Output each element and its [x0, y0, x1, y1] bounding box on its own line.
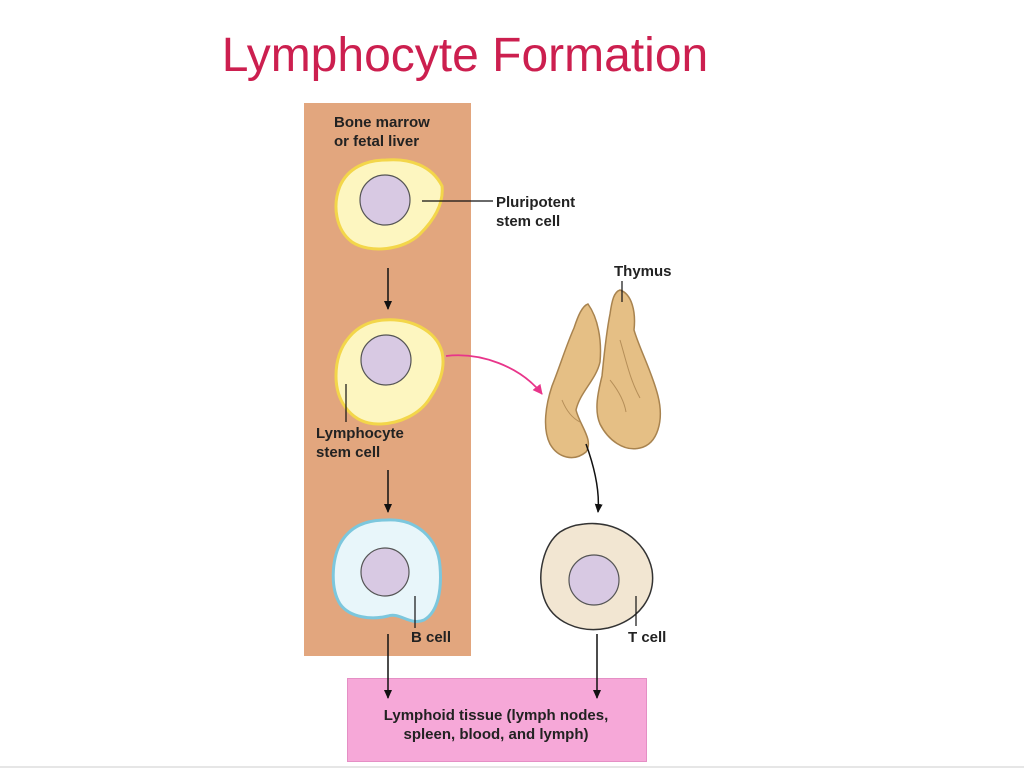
pluripotent-nucleus — [359, 174, 411, 226]
bottom-divider — [0, 766, 1024, 768]
arrow-stem-to-thymus — [445, 354, 543, 395]
bone-marrow-label: Bone marrow or fetal liver — [334, 114, 430, 150]
t-cell — [540, 522, 654, 631]
t-cell-label: T cell — [628, 629, 667, 646]
pluripotent-stem-cell-label: Pluripotent stem cell — [496, 194, 576, 230]
t-cell-nucleus — [568, 554, 620, 606]
slide-title: Lymphocyte Formation — [221, 29, 709, 82]
thymus-gland — [544, 289, 661, 459]
lymphocyte-stem-cell-label: Lymphocyte stem cell — [316, 425, 404, 461]
b-cell-nucleus — [360, 547, 410, 597]
lymphoid-tissue-label: Lymphoid tissue (lymph nodes, spleen, bl… — [383, 707, 609, 743]
arrow-thymus-to-t-cell — [585, 443, 603, 513]
thymus-label: Thymus — [614, 263, 672, 280]
b-cell-label: B cell — [411, 629, 452, 646]
lymphocyte-stem-cell — [334, 318, 445, 426]
b-cell — [331, 518, 442, 623]
pluripotent-stem-cell — [334, 158, 444, 251]
lymphocyte-stem-nucleus — [360, 334, 412, 386]
